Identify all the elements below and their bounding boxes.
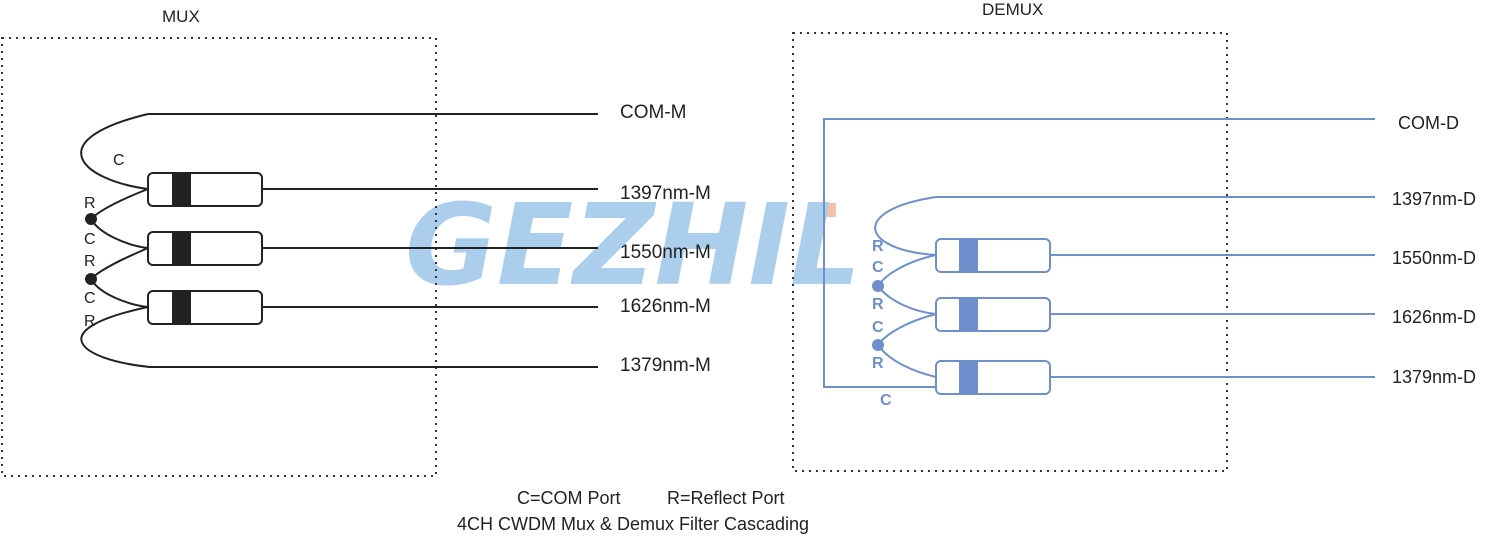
mux-port-r1: R	[84, 195, 96, 212]
watermark: GEZHIL	[405, 181, 861, 311]
demux-curve-2	[877, 254, 937, 287]
mux-filter-3	[147, 290, 263, 325]
mux-curve-5	[80, 306, 151, 368]
demux-filter-2	[935, 297, 1051, 332]
mux-title: MUX	[162, 7, 200, 26]
demux-com-line	[823, 118, 1375, 388]
demux-ch3-label: 1626nm-D	[1392, 307, 1476, 327]
mux-curve-4	[90, 278, 149, 308]
demux-port-c1: C	[872, 259, 884, 276]
mux-node-2	[85, 273, 97, 285]
mux-section: MUX C R C	[1, 7, 711, 477]
mux-port-r3: R	[84, 313, 96, 330]
demux-curve-1	[874, 196, 937, 256]
demux-filter-1	[935, 238, 1051, 273]
mux-filter-2	[147, 231, 263, 266]
mux-ch3-label: 1626nm-M	[620, 296, 711, 317]
mux-curve-2	[90, 218, 149, 249]
demux-com-label: COM-D	[1398, 113, 1459, 133]
mux-curve-3	[90, 247, 149, 280]
mux-port-c1: C	[113, 152, 125, 169]
demux-node-1	[872, 280, 884, 292]
demux-curve-5	[877, 344, 937, 378]
demux-filter-3	[935, 360, 1051, 395]
demux-title: DEMUX	[982, 0, 1043, 19]
demux-ch4-label: 1379nm-D	[1392, 367, 1476, 387]
legend-com-port: C=COM Port	[517, 488, 621, 508]
mux-com-label: COM-M	[620, 102, 686, 123]
mux-box	[1, 37, 437, 477]
mux-port-c3: C	[84, 290, 96, 307]
legend: C=COM Port R=Reflect Port 4CH CWDM Mux &…	[457, 488, 809, 534]
demux-ch1-label: 1397nm-D	[1392, 189, 1476, 209]
mux-curve-com	[80, 113, 149, 190]
demux-port-c3: C	[880, 392, 892, 409]
watermark-text: GEZHIL	[405, 181, 861, 311]
demux-port-r3: R	[872, 355, 884, 372]
mux-filter-1	[147, 172, 263, 207]
demux-box	[792, 32, 1228, 472]
demux-node-2	[872, 339, 884, 351]
diagram-caption: 4CH CWDM Mux & Demux Filter Cascading	[457, 514, 809, 534]
mux-port-c2: C	[84, 231, 96, 248]
mux-curve-1	[90, 188, 149, 220]
demux-port-c2: C	[872, 319, 884, 336]
mux-port-r2: R	[84, 253, 96, 270]
demux-curve-3	[877, 285, 937, 315]
mux-ch4-label: 1379nm-M	[620, 355, 711, 376]
demux-curve-4	[877, 313, 937, 346]
demux-port-r1: R	[872, 238, 884, 255]
demux-ch2-label: 1550nm-D	[1392, 248, 1476, 268]
legend-reflect-port: R=Reflect Port	[667, 488, 785, 508]
demux-section: DEMUX R C R	[792, 0, 1476, 472]
mux-ch2-label: 1550nm-M	[620, 242, 711, 263]
demux-port-r2: R	[872, 296, 884, 313]
mux-node-1	[85, 213, 97, 225]
mux-ch1-label: 1397nm-M	[620, 183, 711, 204]
